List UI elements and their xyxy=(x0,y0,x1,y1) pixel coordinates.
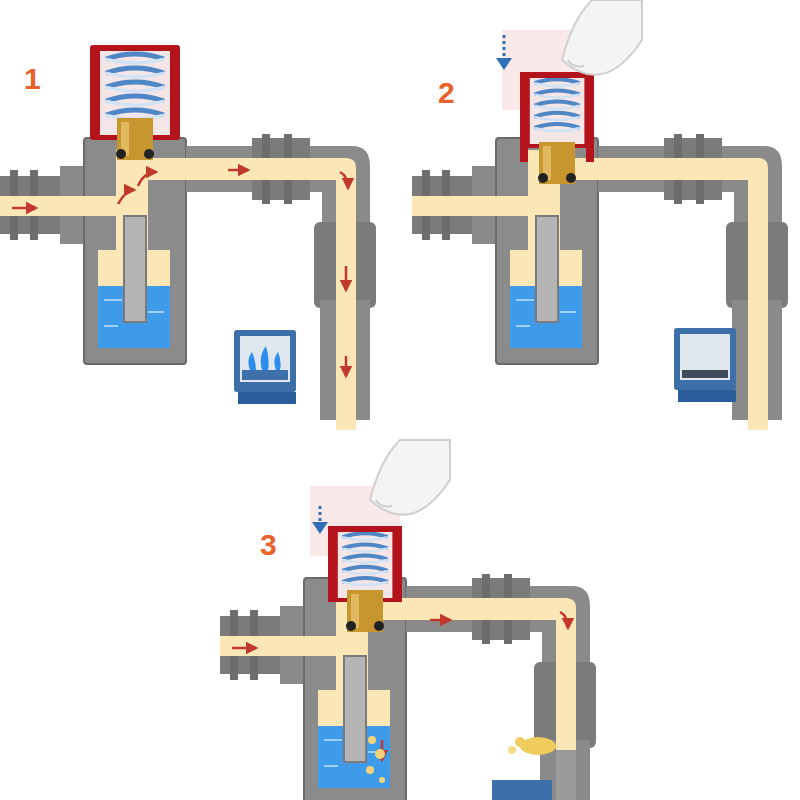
step-number: 1 xyxy=(24,64,41,94)
step-number: 3 xyxy=(260,530,277,560)
step-number: 2 xyxy=(438,78,455,108)
